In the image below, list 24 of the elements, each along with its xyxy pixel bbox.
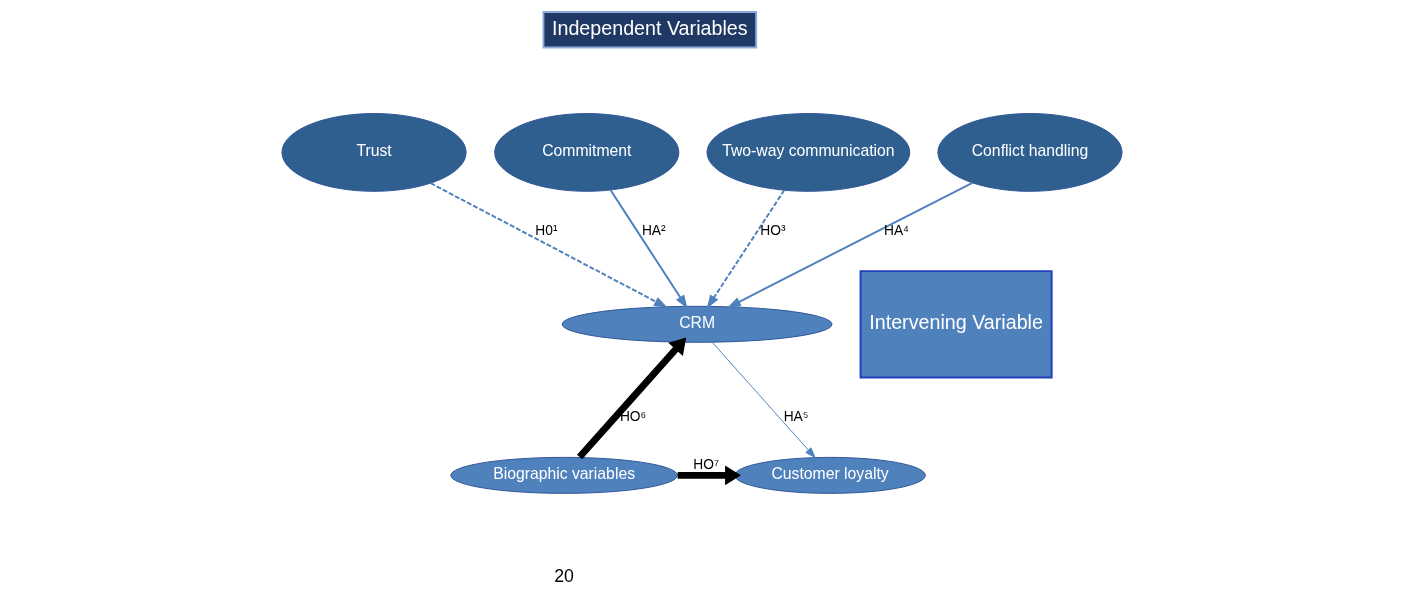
node-ellipse: Conflict handling (937, 113, 1123, 192)
edge-label: HO³ (760, 222, 786, 238)
edge-label: HA⁴ (883, 222, 910, 238)
node-ellipse: CRM (561, 305, 833, 343)
label: 20 (554, 565, 574, 586)
edge-label: HA⁵ (783, 409, 809, 425)
edge-label: HA² (641, 222, 666, 238)
node-ellipse: Two-way communication (706, 113, 911, 192)
node-box: Independent Variables (542, 11, 758, 49)
node-ellipse: Commitment (494, 113, 680, 192)
node-box: Intervening Variable (859, 270, 1053, 379)
edge-label: HO⁷ (693, 456, 719, 472)
edge-label: HO⁶ (619, 409, 647, 425)
node-ellipse: Biographic variables (450, 456, 678, 494)
arrow (727, 181, 974, 308)
arrow (429, 182, 668, 308)
arrow (706, 189, 786, 309)
arrow (609, 189, 688, 309)
edge-label: H0¹ (535, 222, 558, 238)
arrow (677, 465, 742, 486)
arrow (577, 337, 687, 460)
node-ellipse: Customer loyalty (734, 456, 926, 494)
node-ellipse: Trust (281, 113, 467, 192)
arrow (711, 341, 816, 458)
